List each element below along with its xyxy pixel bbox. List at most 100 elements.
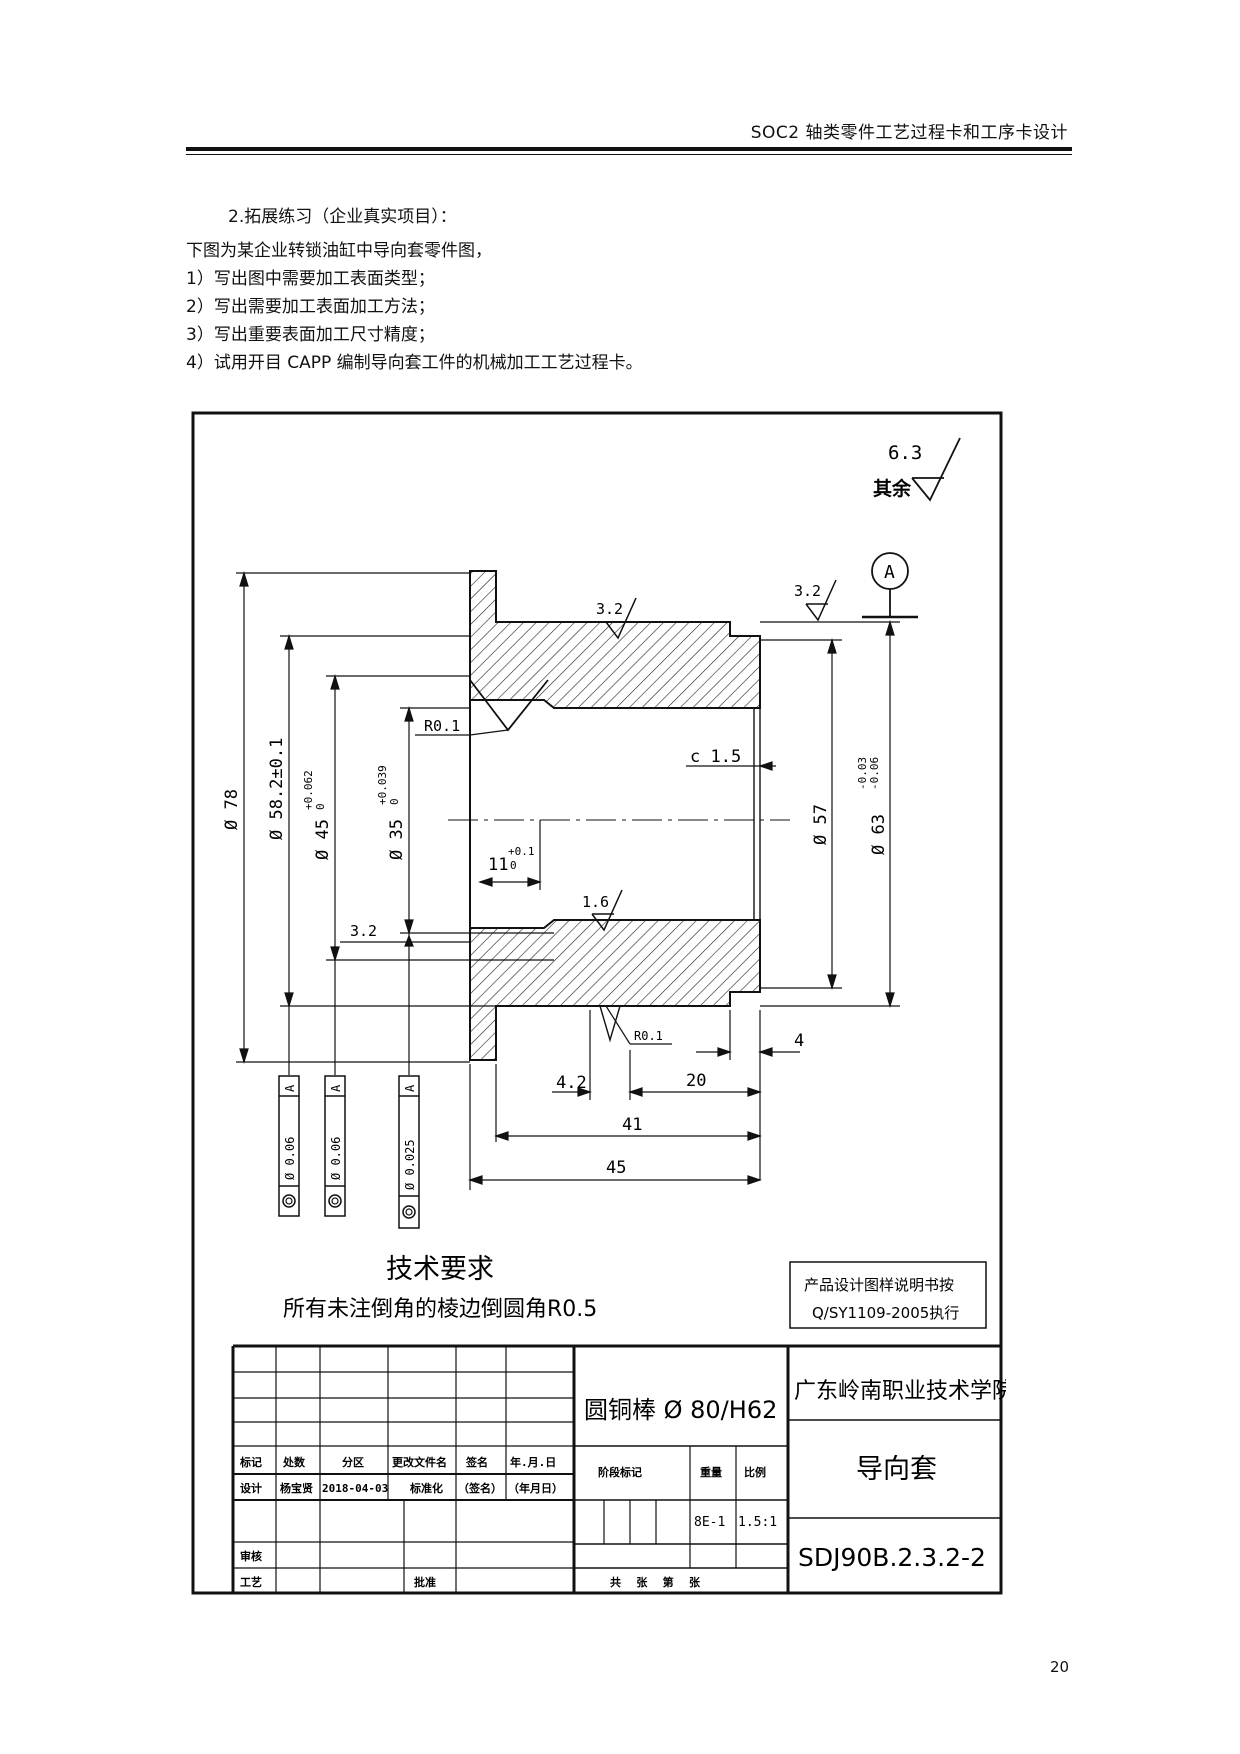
engineering-drawing: 6.3 其余 Ø 78 Ø 58.2±0.1 (191, 411, 1006, 1595)
dim-d57 (760, 637, 842, 991)
dim-d35-label: Ø 35 (387, 819, 407, 860)
dim-len11-label: 11 (488, 855, 508, 875)
roughness-general-value: 6.3 (888, 442, 922, 464)
dim-d45-label: Ø 45 (313, 819, 333, 860)
weight-value: 8E-1 (694, 1515, 725, 1530)
svg-text:杨宝贤: 杨宝贤 (280, 1481, 313, 1495)
datum-a-symbol: A (862, 552, 918, 619)
dim-len4-label: 4 (794, 1031, 804, 1051)
svg-text:Ø 0.06: Ø 0.06 (329, 1137, 343, 1180)
drawing-frame (191, 411, 1003, 1595)
svg-text:标准化: 标准化 (409, 1481, 443, 1495)
note-line-2: Q/SY1109-2005执行 (812, 1304, 959, 1322)
dim-len11-tol-up: +0.1 (508, 845, 535, 858)
svg-text:分区: 分区 (342, 1455, 364, 1469)
dim-len20 (640, 1010, 762, 1180)
gtol-frame-2: A Ø 0.06 (324, 1075, 346, 1217)
header-rule-thin (186, 154, 1072, 155)
title-block-design-row: 设计 杨宝贤 2018-04-03 标准化 （签名） （年月日） (240, 1481, 563, 1495)
page-number: 20 (1050, 1658, 1070, 1676)
dim-d63-tol-up: -0.03 (856, 757, 869, 790)
svg-text:标记: 标记 (239, 1455, 262, 1469)
title-block-part-name: 导向套 (856, 1454, 937, 1485)
dim-len4 (696, 1010, 800, 1060)
scale-label: 比例 (744, 1465, 766, 1479)
standard-note-box (789, 1261, 987, 1329)
dim-len45-label: 45 (606, 1158, 626, 1178)
scale-value: 1.5:1 (738, 1515, 777, 1530)
chamfer-callout (686, 761, 776, 771)
svg-text:签名: 签名 (465, 1455, 488, 1469)
dim-len11-tol-lo: 0 (510, 859, 517, 872)
dim-d35-tol-up: +0.039 (376, 765, 389, 805)
dim-d63-label: Ø 63 (869, 814, 889, 855)
dim-len20-label: 20 (686, 1071, 706, 1091)
gtol-frame-3: A Ø 0.025 (398, 1075, 420, 1229)
dim-len45 (468, 1064, 762, 1190)
dim-d45-tol-up: +0.062 (302, 770, 315, 810)
roughness-bore-symbol: 1.6 (582, 889, 623, 932)
dim-d45-tol-lo: 0 (314, 803, 327, 810)
svg-text:年.月.日: 年.月.日 (510, 1455, 556, 1469)
roughness-left-value: 3.2 (350, 922, 377, 940)
title-block (231, 1344, 1001, 1593)
exercise-item-2: 2）写出需要加工表面加工方法； (186, 297, 435, 317)
svg-text:Ø 0.025: Ø 0.025 (403, 1139, 417, 1190)
dim-d63-tol-lo: -0.06 (868, 757, 881, 790)
dim-len4-2-label: 4.2 (556, 1073, 587, 1093)
title-block-company: 广东岭南职业技术学院 (794, 1379, 1006, 1404)
radius-r1-label: R0.1 (424, 717, 460, 735)
exercise-item-4: 4）试用开目 CAPP 编制导向套工件的机械加工工艺过程卡。 (186, 353, 643, 373)
svg-text:3.2: 3.2 (596, 600, 623, 618)
exercise-intro: 下图为某企业转锁油缸中导向套零件图， (186, 241, 492, 261)
roughness-top-symbol: 3.2 (596, 597, 637, 640)
dim-d35-tol-lo: 0 (388, 798, 401, 805)
tech-req-title: 技术要求 (386, 1254, 494, 1285)
dim-d63 (760, 619, 900, 1009)
part-section (448, 570, 790, 1061)
dim-d45 (326, 673, 554, 1075)
dim-d58 (280, 633, 496, 1075)
svg-text:设计: 设计 (240, 1481, 262, 1495)
title-block-headers: 标记 处数 分区 更改文件名 签名 年.月.日 (239, 1455, 556, 1469)
gtol-frame-1: A Ø 0.06 (278, 1075, 300, 1217)
dim-len4-2 (552, 1010, 643, 1100)
roughness-right-symbol: 3.2 (794, 579, 837, 622)
dim-d57-label: Ø 57 (811, 804, 831, 845)
title-block-material: 圆铜棒 Ø 80/H62 (584, 1396, 777, 1424)
dim-len41-label: 41 (622, 1115, 642, 1135)
exercise-item-3: 3）写出重要表面加工尺寸精度； (186, 325, 435, 345)
stage-label: 阶段标记 (598, 1465, 642, 1479)
dim-d35 (400, 705, 554, 1075)
svg-text:A: A (329, 1084, 343, 1092)
radius-r1 (415, 729, 509, 736)
dim-d58-label: Ø 58.2±0.1 (267, 738, 287, 840)
title-block-drawing-no: SDJ90B.2.3.2-2 (798, 1543, 986, 1572)
svg-text:处数: 处数 (282, 1455, 306, 1469)
svg-text:2018-04-03: 2018-04-03 (322, 1482, 388, 1495)
svg-text:（年月日）: （年月日） (508, 1481, 563, 1495)
roughness-general-label: 其余 (873, 477, 912, 500)
dim-len11 (478, 820, 542, 890)
dim-d78 (236, 570, 470, 1065)
process-label: 工艺 (240, 1575, 262, 1589)
tech-req-text: 所有未注倒角的棱边倒圆角R0.5 (283, 1297, 597, 1322)
exercise-heading: 2.拓展练习（企业真实项目）： (228, 207, 457, 227)
sheets-label: 共 张 第 张 (610, 1575, 701, 1589)
svg-text:3.2: 3.2 (794, 582, 821, 600)
svg-text:A: A (884, 562, 895, 583)
radius-r2 (605, 1005, 672, 1045)
svg-text:（签名）: （签名） (458, 1481, 502, 1495)
dim-len41 (494, 1064, 762, 1142)
review-label: 审核 (240, 1549, 262, 1563)
svg-text:1.6: 1.6 (582, 893, 609, 911)
svg-text:Ø 0.06: Ø 0.06 (283, 1137, 297, 1180)
header-rule (186, 147, 1072, 151)
approve-label: 批准 (414, 1575, 436, 1589)
svg-text:更改文件名: 更改文件名 (392, 1455, 447, 1469)
exercise-item-1: 1）写出图中需要加工表面类型； (186, 269, 435, 289)
dim-d78-label: Ø 78 (222, 789, 242, 830)
svg-text:A: A (403, 1084, 417, 1092)
note-line-1: 产品设计图样说明书按 (804, 1276, 954, 1294)
roughness-general-symbol: 6.3 其余 (873, 437, 961, 502)
